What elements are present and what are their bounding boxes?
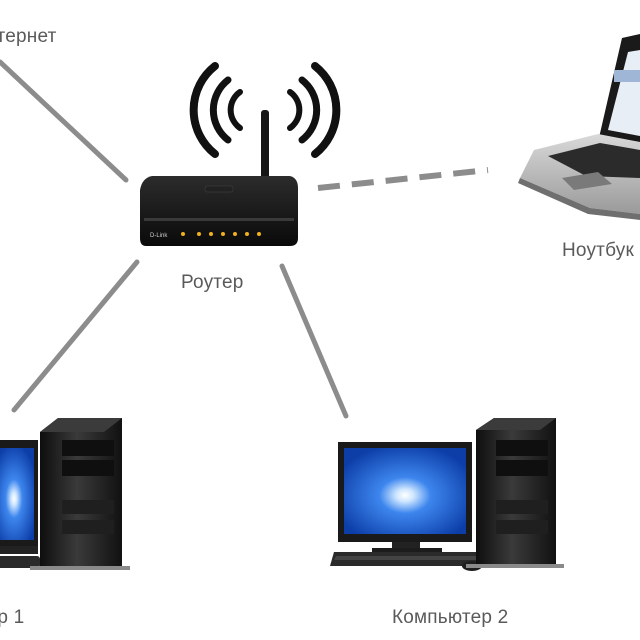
- router-label: Роутер: [181, 272, 244, 293]
- router-device: D-Link: [140, 110, 298, 246]
- link-router-laptop: [317, 167, 489, 191]
- computer1-screen: [0, 448, 34, 540]
- link-router-computer2: [279, 263, 349, 419]
- computer1-label: Компьютер 1: [0, 607, 25, 628]
- laptop-device: [518, 34, 640, 220]
- link-internet-router: [0, 59, 129, 183]
- computer2-device: [330, 418, 564, 571]
- internet-label: Интернет: [0, 26, 57, 47]
- wifi-signal-icon: [189, 62, 341, 158]
- router-antenna: [261, 110, 269, 182]
- computer1-device: [0, 418, 130, 570]
- computer1-keyboard: [0, 556, 40, 568]
- laptop-label: Ноутбук: [562, 240, 634, 261]
- computer2-label: Компьютер 2: [392, 607, 509, 628]
- router-brand: D-Link: [150, 233, 168, 239]
- router-leds: [181, 232, 261, 236]
- computer2-screen: [344, 448, 466, 534]
- link-router-computer1: [11, 259, 140, 413]
- router-body: [140, 176, 298, 246]
- connection-lines: [0, 59, 489, 419]
